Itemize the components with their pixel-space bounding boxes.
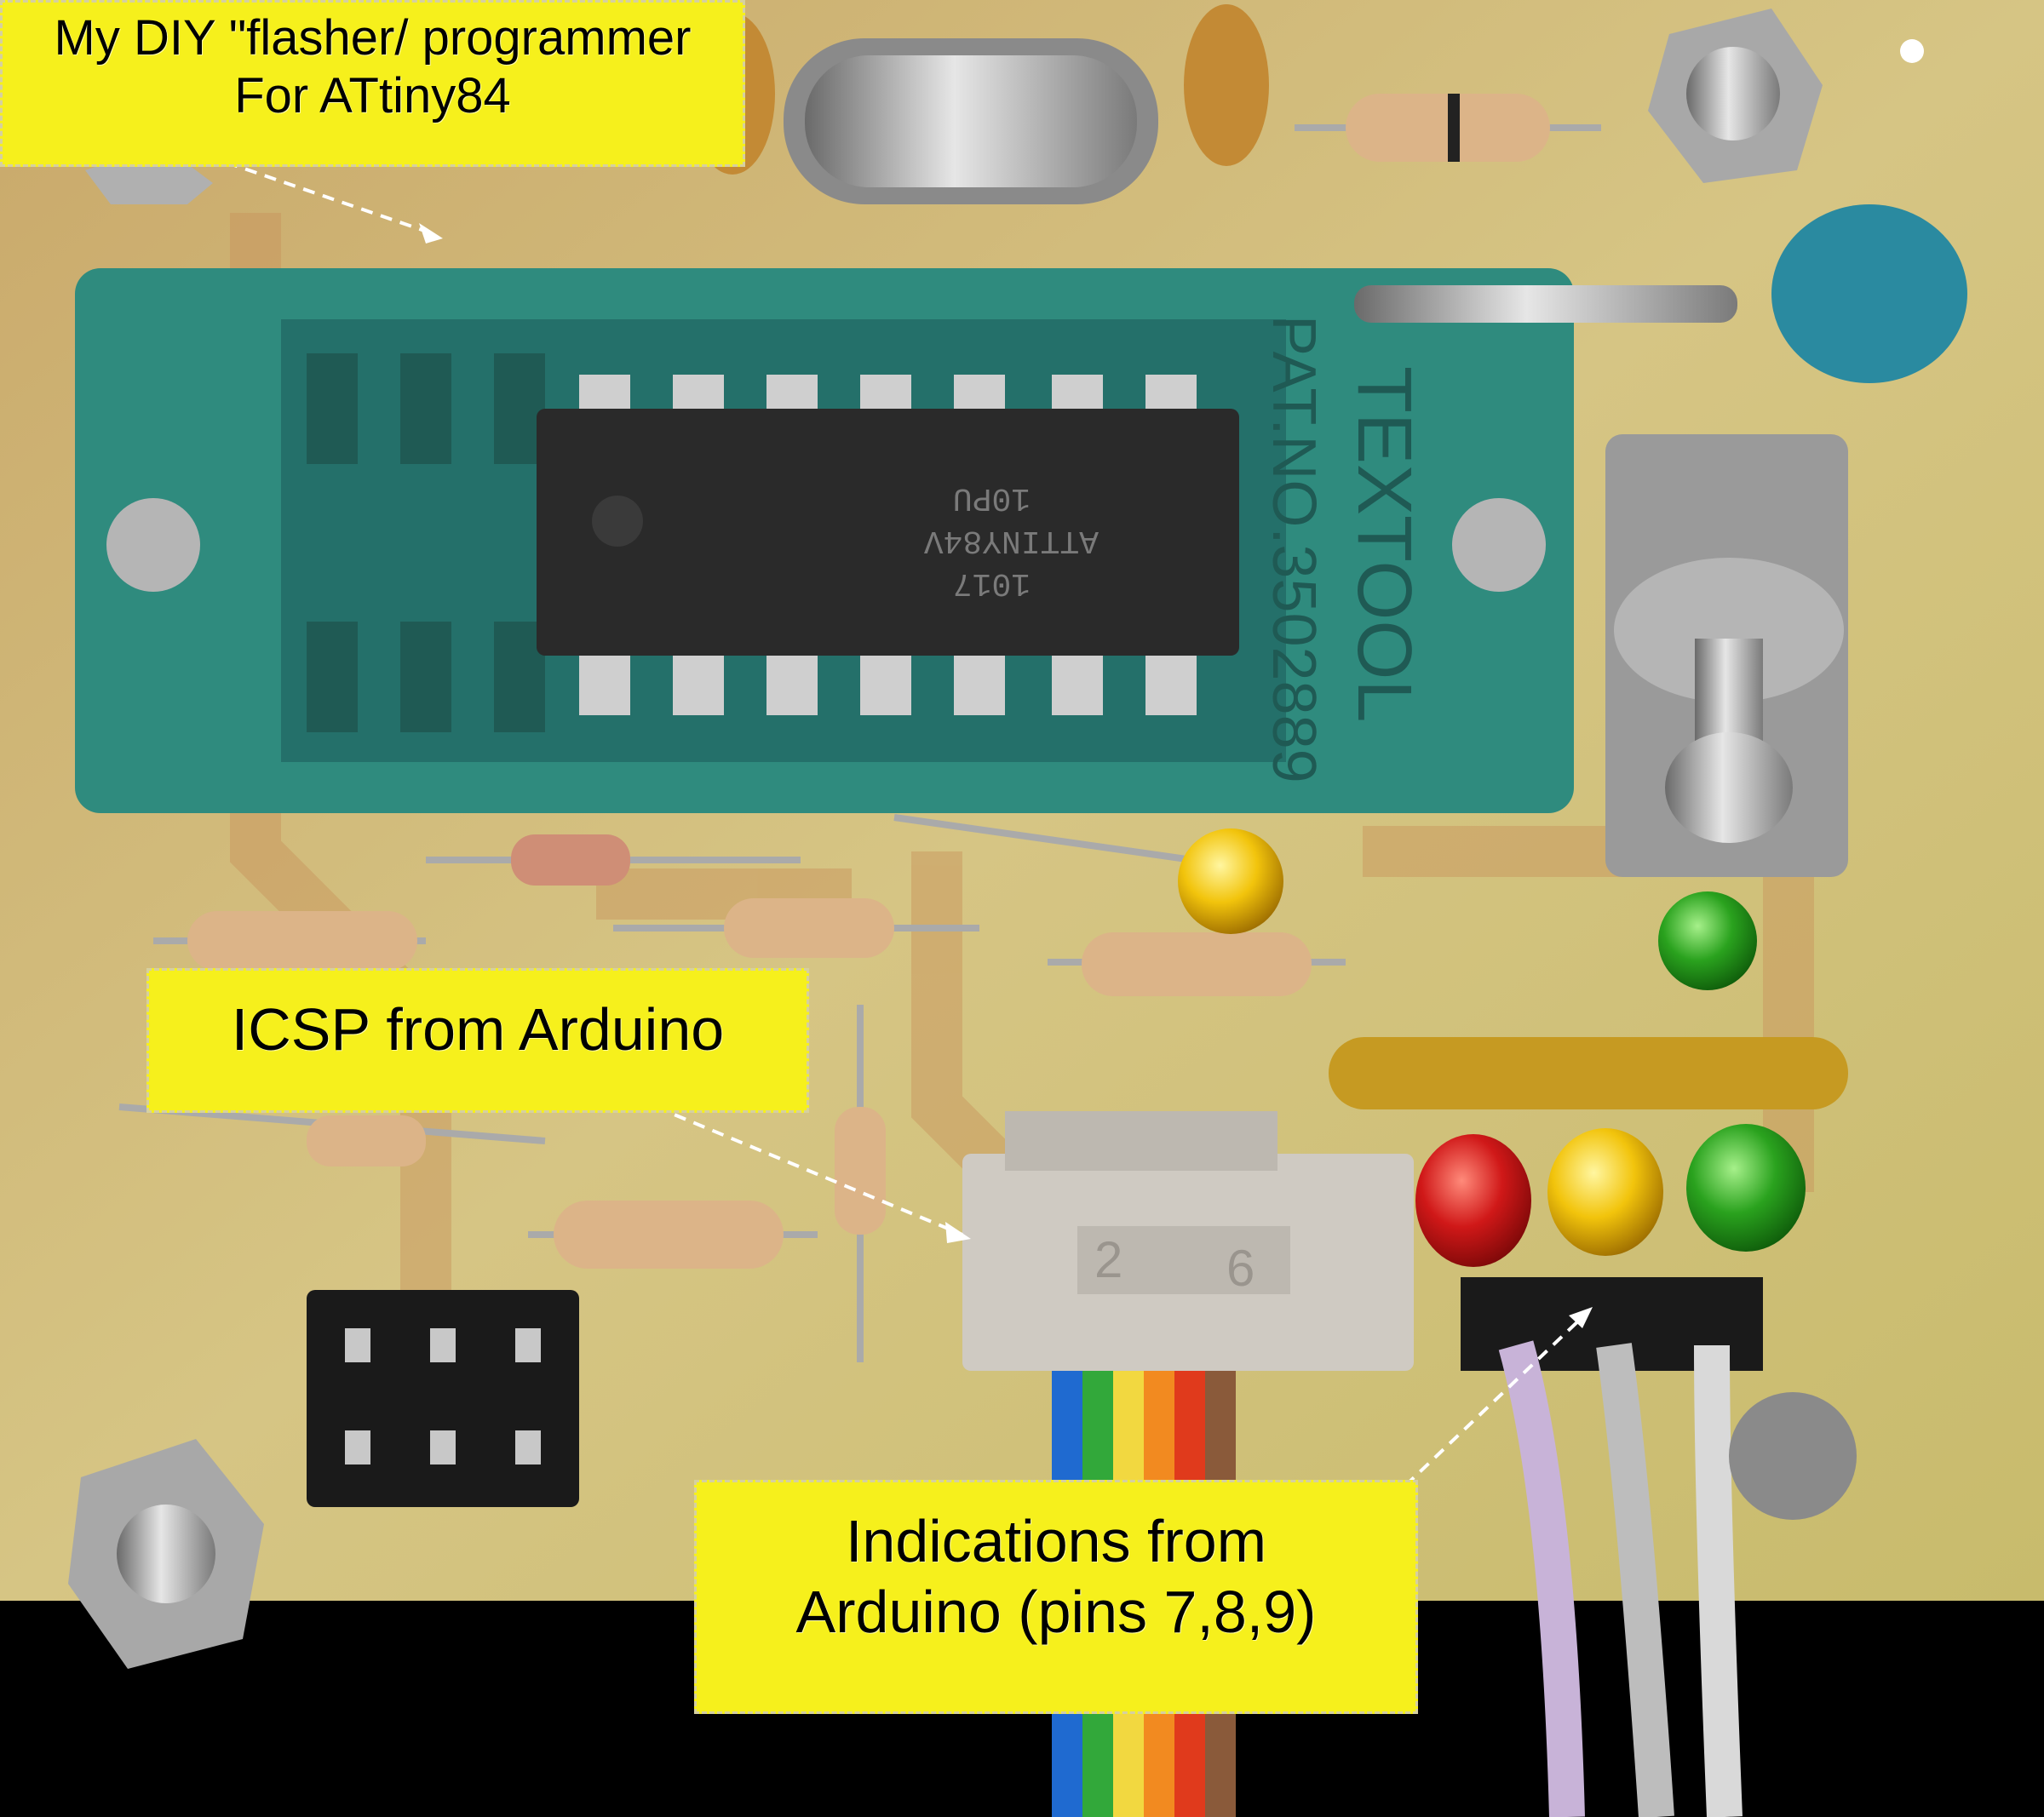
yellow-led [1547,1128,1663,1256]
icsp-header [307,1290,579,1507]
chip-marking-2: 10PU [953,479,1031,516]
zif-lever [1354,204,1967,383]
callout-icsp: ICSP from Arduino [146,968,809,1113]
callout-indications-line1: Indications from [845,1508,1267,1574]
crystal [784,38,1158,204]
pointer-arrowheads [419,223,1593,1328]
red-led [1415,1134,1531,1267]
mid-leds [1178,828,1757,990]
callout-title-line1: My DIY "flasher/ programmer [54,10,692,66]
chip-marking-1: ATTINY84V [924,522,1099,559]
socket-brand-text: TEXTOOL [1341,366,1427,722]
connector-pin-6: 6 [1226,1240,1255,1297]
green-led [1686,1124,1806,1252]
indicator-leds [1415,1124,1806,1267]
connector-pin-2: 2 [1094,1231,1122,1288]
callout-indications: Indications from Arduino (pins 7,8,9) [694,1480,1418,1714]
indicator-wires [1498,1340,1743,1817]
callout-title-line2: For ATtiny84 [234,68,511,124]
standoff-bottom-left [68,1439,264,1669]
standoff-top-right [1648,9,1823,183]
socket-patent-text: PAT.NO.3502889 [1260,315,1328,783]
attiny84-chip: ATTINY84V 10PU 1017 [537,375,1239,715]
resistor-bodies [187,834,1312,1269]
idc-connector: 2 6 [962,1111,1414,1371]
mount-hole-top-right [1900,39,1924,63]
callout-icsp-text: ICSP from Arduino [231,996,725,1063]
standoff-bottom-right [1729,1392,1857,1520]
callout-indications-line2: Arduino (pins 7,8,9) [795,1578,1317,1645]
chip-marking-3: 1017 [953,565,1031,601]
callout-title: My DIY "flasher/ programmer For ATtiny84 [0,0,745,167]
toggle-switch [1605,434,1848,877]
resistor-top [1295,94,1601,162]
film-capacitor [1329,1037,1848,1109]
